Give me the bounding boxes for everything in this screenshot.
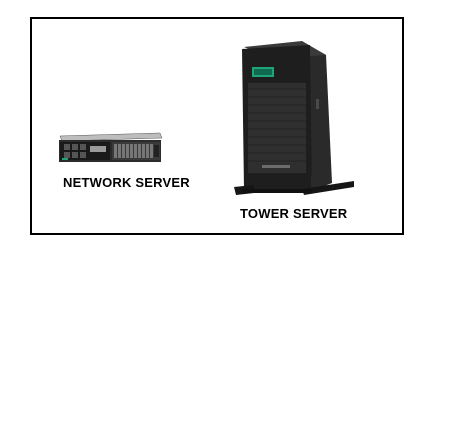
rack-server-icon (56, 132, 164, 164)
tower-server-icon (232, 41, 356, 197)
figure-frame: NETWORK SERVER (30, 17, 404, 235)
network-server-label: NETWORK SERVER (63, 175, 190, 190)
tower-server-label: TOWER SERVER (240, 206, 348, 221)
